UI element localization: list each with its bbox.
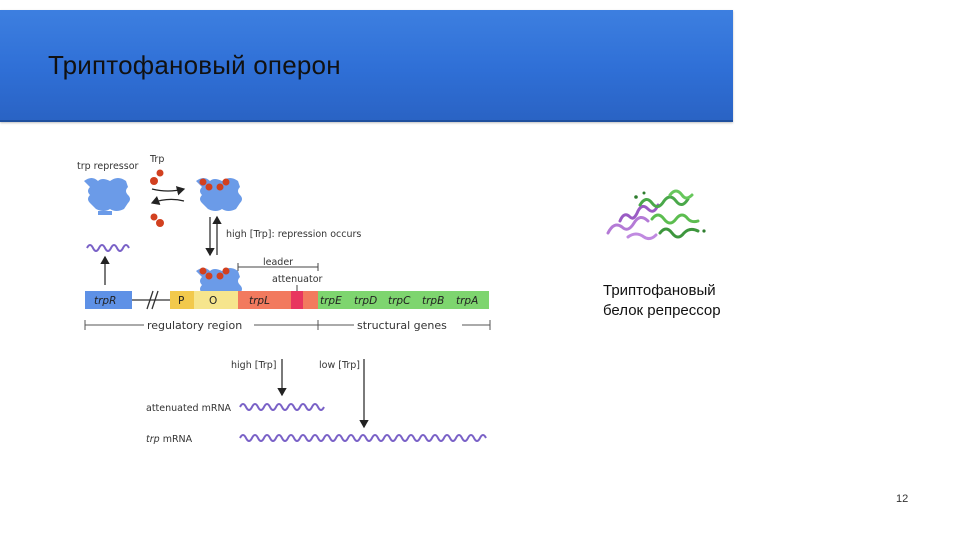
trpL-label: trpL (249, 295, 270, 307)
page-number: 12 (896, 493, 909, 505)
binding-arrow (151, 186, 186, 196)
trpR-gene (85, 291, 132, 309)
attenuated-mrna-wave (239, 403, 325, 411)
trpA-label: trpA (456, 295, 478, 307)
free-repressor-icon (84, 178, 130, 215)
slide-title: Триптофановый оперон (48, 50, 341, 80)
trpE-label: trpE (320, 295, 342, 307)
trpR-mrna-wave (86, 244, 130, 252)
attenuator-region (291, 291, 303, 309)
trpL-leader (238, 291, 291, 309)
attenuator-label: attenuator (272, 274, 323, 285)
repressor-protein-structure-image (606, 189, 706, 241)
attenuated-mrna-label: attenuated mRNA (146, 403, 232, 414)
regulatory-region-label: regulatory region (147, 319, 242, 332)
structural-label-bg (354, 318, 462, 332)
protein-caption: Триптофановый белок репрессор (603, 281, 803, 321)
trp-mrna-prefix: trp (146, 434, 160, 445)
trpC-label: trpC (388, 295, 411, 307)
caption-line-1: Триптофановый (603, 282, 716, 299)
operator-region (194, 291, 238, 309)
trp-label: Trp (149, 154, 164, 165)
trp-mrna-wave (239, 434, 487, 442)
low-trp-label: low [Trp] (319, 360, 360, 371)
break-slash-2 (151, 290, 159, 310)
trpD-label: trpD (354, 295, 377, 307)
caption-line-2: белок репрессор (603, 302, 721, 319)
gene-bar: trpR P O trpL trpE trpD trpC trpB trpA (85, 290, 489, 310)
structural-genes-block (318, 291, 489, 309)
trp-mrna-suffix: mRNA (160, 434, 193, 445)
title-bar (0, 10, 733, 122)
release-arrow (150, 195, 185, 205)
operator-label: O (209, 295, 217, 307)
regulatory-label-bg (144, 318, 254, 332)
trpR-gene-label: trpR (94, 295, 116, 307)
tryptophan-molecule-icon (150, 169, 164, 227)
break-slash-1 (146, 290, 154, 310)
high-trp-repression-label: high [Trp]: repression occurs (226, 229, 361, 240)
trp-repressor-label: trp repressor (77, 161, 139, 172)
high-trp-label: high [Trp] (231, 360, 277, 371)
trp-operon-diagram: trp repressor Trp high [Trp]: repression… (77, 154, 491, 445)
leader-tail (303, 291, 318, 309)
trpB-label: trpB (422, 295, 444, 307)
trp-mrna-label: trp mRNA (146, 434, 193, 445)
structural-genes-label: structural genes (357, 319, 447, 332)
leader-label: leader (263, 257, 293, 268)
promoter-region (170, 291, 194, 309)
active-repressor-icon (196, 178, 242, 211)
promoter-label: P (178, 295, 184, 307)
